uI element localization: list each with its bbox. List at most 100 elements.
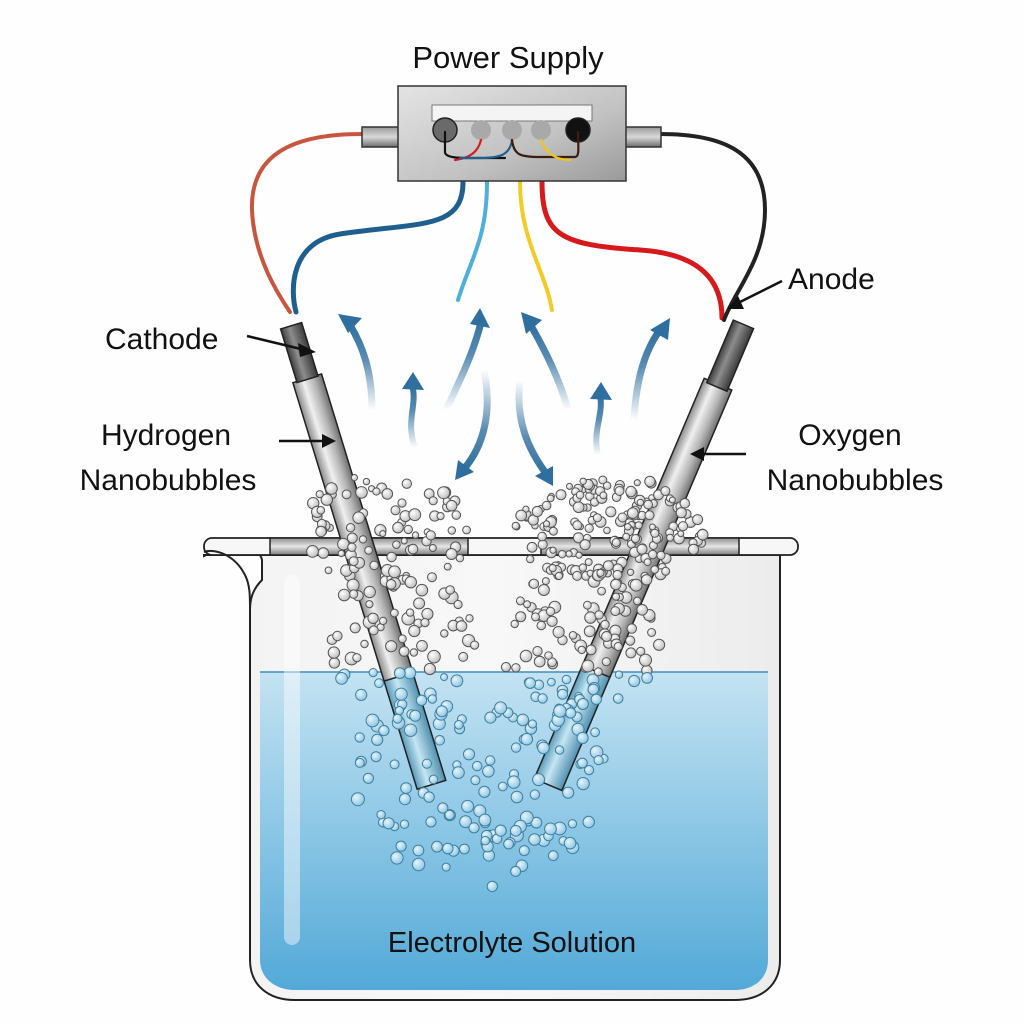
bubble	[394, 706, 404, 716]
bubble	[597, 586, 606, 596]
bubble	[385, 640, 398, 653]
bubble	[453, 599, 463, 610]
hydrogen-label-line1: Hydrogen	[101, 419, 231, 452]
bubble	[598, 475, 608, 485]
bubble	[640, 574, 653, 586]
bubble	[636, 498, 645, 507]
bubble	[578, 563, 588, 572]
bubble	[518, 845, 530, 857]
bubble	[527, 719, 538, 729]
bubble	[529, 789, 541, 800]
terminal-4	[531, 120, 551, 140]
bubble	[427, 649, 441, 664]
bubble	[546, 615, 558, 627]
bubble	[398, 646, 410, 657]
bubble	[436, 512, 445, 521]
bubble	[584, 523, 594, 533]
bubble	[561, 674, 572, 685]
display-panel	[431, 104, 593, 122]
bubble	[584, 765, 595, 776]
bubble	[403, 524, 413, 535]
bubble	[337, 549, 345, 558]
bubble	[650, 565, 660, 574]
power-supply	[361, 85, 662, 182]
bubble	[364, 546, 374, 555]
bubble	[355, 486, 368, 499]
bubble	[547, 850, 559, 862]
bubble	[666, 533, 675, 542]
bubble	[440, 673, 449, 682]
bubble	[625, 647, 637, 659]
bubble	[605, 506, 617, 518]
bubble	[423, 791, 435, 803]
bubble	[478, 813, 492, 827]
bubble	[537, 741, 550, 755]
bubble	[390, 851, 404, 865]
bubble	[519, 649, 533, 663]
bubble	[510, 742, 522, 753]
bubble	[358, 535, 368, 544]
bubble	[315, 490, 324, 499]
bubble	[565, 707, 577, 719]
bubble	[626, 568, 635, 576]
bubble	[617, 512, 628, 523]
bubble	[576, 777, 590, 791]
bubble	[497, 781, 508, 792]
bubble	[401, 478, 412, 489]
bubble	[524, 677, 537, 689]
bubble	[526, 541, 538, 553]
bubble	[656, 550, 666, 561]
bubble	[533, 655, 546, 668]
power-supply-label: Power Supply	[412, 40, 604, 75]
bubble	[306, 545, 319, 558]
arrow-head	[521, 312, 542, 334]
bubble	[576, 698, 589, 710]
anode-cap	[705, 319, 755, 393]
bubble	[626, 623, 637, 634]
bubble	[350, 792, 365, 807]
bubble	[369, 560, 380, 571]
bubble	[486, 880, 498, 893]
bubble	[511, 663, 521, 673]
wire-red	[539, 179, 725, 321]
bubble	[572, 501, 585, 514]
bubble	[350, 474, 358, 482]
bubble	[661, 566, 671, 576]
anode-wire-black	[658, 132, 768, 322]
bubble	[544, 822, 557, 836]
bubble	[641, 672, 653, 684]
bubble	[325, 482, 338, 495]
glass-highlight	[284, 575, 300, 945]
bubble	[444, 809, 455, 821]
cathode-label: Cathode	[105, 323, 218, 356]
bubble	[349, 622, 361, 634]
bubble	[599, 491, 608, 500]
terminal-3	[502, 120, 522, 140]
bubble	[397, 498, 407, 508]
bubble	[468, 822, 480, 834]
bubble	[610, 578, 622, 591]
bubble	[462, 525, 472, 535]
bubble	[575, 490, 585, 500]
bubble	[625, 485, 637, 498]
bubble	[626, 507, 639, 519]
bubble	[687, 543, 700, 556]
bubble	[601, 631, 613, 642]
bubble	[445, 585, 455, 595]
bubble	[576, 731, 589, 745]
bubble	[503, 838, 515, 850]
bubble	[528, 833, 541, 846]
bubble	[696, 528, 709, 541]
bubble	[485, 755, 496, 766]
bubble	[624, 523, 632, 531]
bubble	[362, 477, 371, 486]
bubble	[447, 526, 456, 535]
bubble	[376, 810, 386, 820]
bubble	[415, 583, 429, 597]
bubble	[532, 773, 546, 787]
bubble	[470, 775, 481, 786]
bubble	[679, 498, 691, 509]
bubble	[320, 493, 333, 506]
bubble	[675, 507, 687, 519]
bubble	[416, 640, 428, 652]
